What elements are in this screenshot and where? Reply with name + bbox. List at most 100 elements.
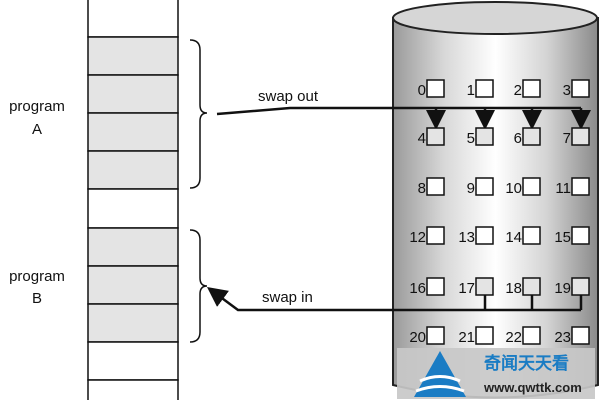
disk-block: 8	[418, 177, 445, 197]
disk-block-number: 16	[409, 280, 426, 297]
disk-block-box	[571, 277, 590, 296]
disk-block: 17	[458, 277, 494, 297]
program-a-label-line2: A	[32, 121, 42, 138]
disk-block: 21	[458, 326, 494, 346]
watermark: 奇闻天天看 www.qwttk.com	[397, 348, 595, 399]
disk-block-number: 1	[467, 82, 475, 99]
disk-block-box	[522, 277, 541, 296]
disk-block-box	[426, 226, 445, 245]
disk-block-number: 21	[458, 329, 475, 346]
disk-block: 10	[505, 177, 541, 197]
disk-block-box	[426, 127, 445, 146]
disk-block-box	[426, 277, 445, 296]
disk-block-box	[571, 127, 590, 146]
disk-block-box	[522, 177, 541, 196]
disk-block: 1	[467, 79, 494, 99]
disk-block-number: 9	[467, 180, 475, 197]
disk-block-box	[571, 326, 590, 345]
watermark-title: 奇闻天天看	[484, 353, 569, 373]
disk-block-number: 19	[554, 280, 571, 297]
disk-block: 0	[418, 79, 445, 99]
disk-block-box	[426, 79, 445, 98]
memory-row	[87, 74, 179, 114]
program-b-label-line2: B	[32, 290, 42, 307]
swap-in-label: swap in	[262, 289, 313, 306]
watermark-url: www.qwttk.com	[483, 380, 582, 395]
disk-block-box	[522, 79, 541, 98]
disk-block-box	[475, 79, 494, 98]
disk-block-box	[571, 177, 590, 196]
disk-block-box	[426, 326, 445, 345]
disk-block: 16	[409, 277, 445, 297]
disk-block: 2	[514, 79, 541, 99]
memory-row	[87, 227, 179, 267]
disk-block-box	[475, 226, 494, 245]
disk-block: 9	[467, 177, 494, 197]
disk-block-number: 13	[458, 229, 475, 246]
disk-block: 12	[409, 226, 445, 246]
disk-block: 23	[554, 326, 590, 346]
swap-out-label: swap out	[258, 88, 319, 105]
disk-block-number: 18	[505, 280, 522, 297]
disk-block-number: 11	[555, 180, 571, 197]
disk-block-number: 5	[467, 130, 475, 147]
disk-block: 20	[409, 326, 445, 346]
disk-block-number: 14	[505, 229, 522, 246]
disk-block-number: 7	[563, 130, 571, 147]
disk-block-number: 3	[563, 82, 571, 99]
disk-block: 22	[505, 326, 541, 346]
disk-block-number: 0	[418, 82, 426, 99]
disk-block: 7	[563, 127, 590, 147]
disk-block: 4	[418, 127, 445, 147]
disk-block-number: 22	[505, 329, 522, 346]
disk-block-box	[475, 326, 494, 345]
disk-block-box	[522, 226, 541, 245]
disk-block: 13	[458, 226, 494, 246]
disk-block-box	[475, 177, 494, 196]
memory-row	[87, 112, 179, 152]
disk-block-number: 4	[418, 130, 426, 147]
program-a-label-line1: program	[9, 98, 65, 115]
disk-block: 11	[555, 177, 590, 197]
disk-block-number: 8	[418, 180, 426, 197]
disk-block-number: 12	[409, 229, 426, 246]
disk-block: 19	[554, 277, 590, 297]
disk-block-box	[426, 177, 445, 196]
watermark-logo-icon	[414, 351, 466, 397]
memory-row	[87, 150, 179, 190]
program-b-label-line1: program	[9, 268, 65, 285]
disk-block-number: 23	[554, 329, 571, 346]
disk-block-number: 15	[554, 229, 571, 246]
disk-block-box	[475, 277, 494, 296]
disk-block-number: 20	[409, 329, 426, 346]
disk-block-box	[571, 226, 590, 245]
disk-block-box	[522, 326, 541, 345]
disk-block-box	[522, 127, 541, 146]
program-a-brace	[189, 39, 208, 189]
memory-column	[87, 0, 179, 400]
disk-block: 18	[505, 277, 541, 297]
disk-block: 14	[505, 226, 541, 246]
memory-row	[87, 379, 179, 400]
disk-block-box	[475, 127, 494, 146]
disk-block-number: 17	[458, 280, 475, 297]
disk-block: 3	[563, 79, 590, 99]
disk-block: 6	[514, 127, 541, 147]
memory-row	[87, 341, 179, 381]
swap-out-arrow	[216, 106, 591, 130]
disk-block-number: 10	[505, 180, 522, 197]
memory-row	[87, 265, 179, 305]
disk-block: 5	[467, 127, 494, 147]
swap-in-arrow	[206, 287, 583, 312]
memory-row	[87, 0, 179, 38]
disk-block-box	[571, 79, 590, 98]
disk-block-number: 6	[514, 130, 522, 147]
memory-row	[87, 303, 179, 343]
disk-block: 15	[554, 226, 590, 246]
disk-block-number: 2	[514, 82, 522, 99]
program-b-brace	[189, 229, 208, 343]
memory-row	[87, 36, 179, 76]
memory-row	[87, 188, 179, 229]
